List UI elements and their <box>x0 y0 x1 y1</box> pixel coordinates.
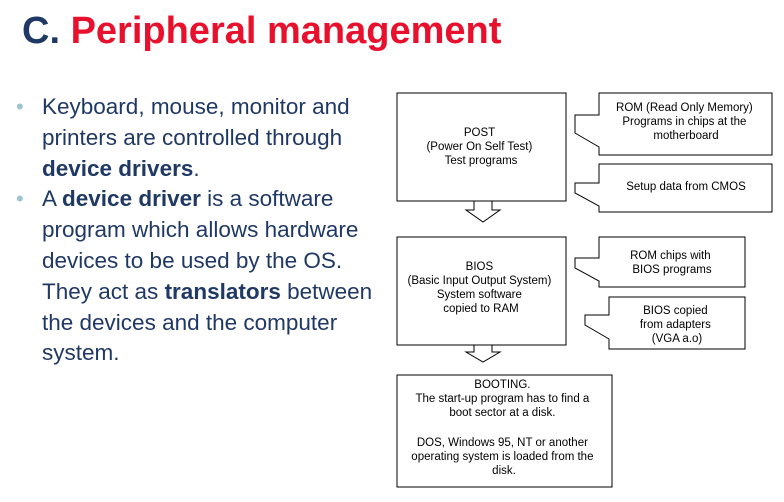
bullet-list: • Keyboard, mouse, monitor and printers a… <box>14 92 379 369</box>
bullet-item-definition: • A device driver is a software program w… <box>14 184 379 369</box>
down-arrow-icon <box>464 344 502 363</box>
bullet-2-end: between the devices and the computer sys… <box>42 278 373 366</box>
booting-box <box>396 374 613 488</box>
bios-copied-text: BIOS copied from adapters (VGA a.o) <box>640 305 714 345</box>
bios-box <box>396 236 567 346</box>
post-box <box>396 92 567 202</box>
title-text: Peripheral management <box>70 10 502 52</box>
bullet-2-bold-translators: translators <box>164 278 281 304</box>
cmos-text: Setup data from CMOS <box>626 181 746 193</box>
title-letter: C. <box>22 10 60 52</box>
booting-text: BOOTING. The start-up program has to fin… <box>411 379 596 477</box>
bullet-2-start: A <box>42 186 63 212</box>
down-arrow-icon <box>464 200 502 223</box>
bullet-2-bold-driver: device driver <box>62 186 201 212</box>
bullet-1-bold: device drivers <box>42 155 194 181</box>
slide-title: C. Peripheral management <box>22 6 501 56</box>
bullet-dot-icon: • <box>16 186 24 212</box>
rom-box <box>574 92 773 156</box>
bios-text: BIOS (Basic Input Output System) System … <box>407 261 554 315</box>
rom-chips-text: ROM chips with BIOS programs <box>630 250 714 276</box>
bullet-1-text: Keyboard, mouse, monitor and printers ar… <box>42 94 350 150</box>
bullet-1-end: . <box>193 155 200 181</box>
bullet-item-drivers: • Keyboard, mouse, monitor and printers a… <box>14 92 379 184</box>
post-text: POST (Power On Self Test) Test programs <box>426 127 535 167</box>
bullet-dot-icon: • <box>16 94 24 119</box>
rom-chips-box <box>574 236 746 288</box>
bullet-2-middle: is a software program which allows hardw… <box>42 186 359 304</box>
rom-text: ROM (Read Only Memory) Programs in chips… <box>616 102 756 142</box>
bios-copied-box <box>584 296 746 350</box>
cmos-box <box>574 163 773 213</box>
